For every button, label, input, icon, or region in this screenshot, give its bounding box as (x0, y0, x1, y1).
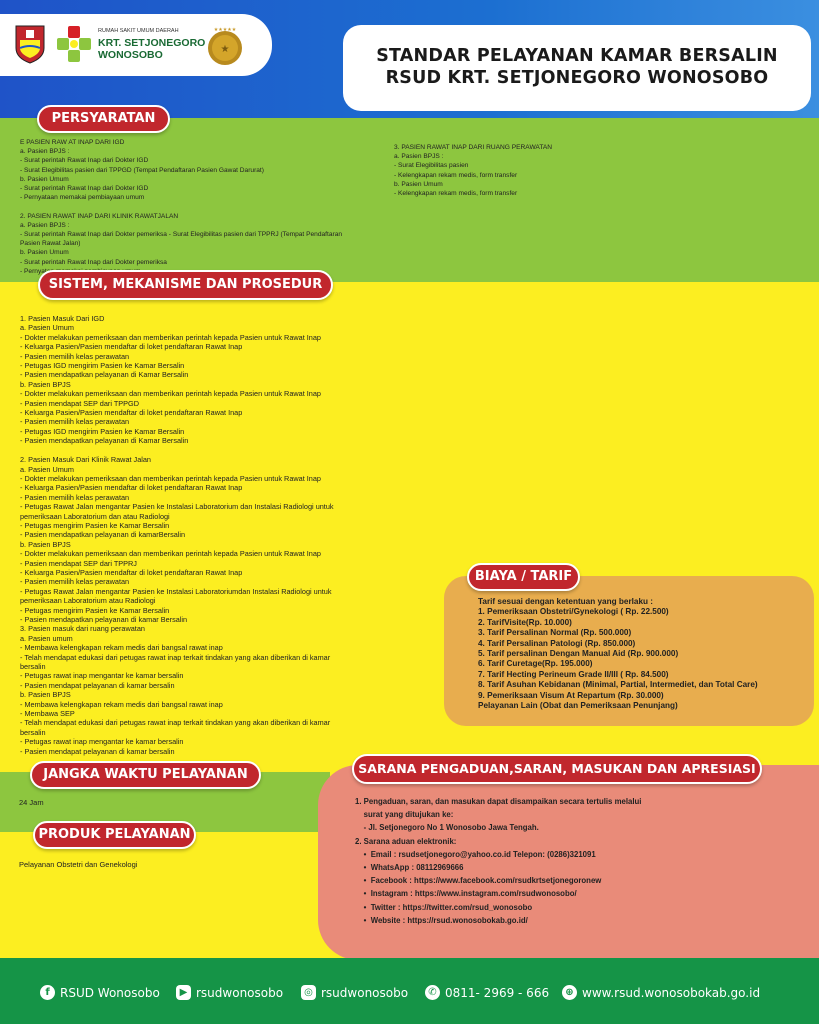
produk-heading: PRODUK PELAYANAN (33, 821, 196, 849)
whatsapp-icon: ✆ (425, 985, 440, 1000)
accreditation-badge-icon: ★ ★★★★★ (208, 27, 242, 65)
page-title-line2: RSUD KRT. SETJONEGORO WONOSOBO (385, 68, 769, 88)
footer-bar (0, 958, 819, 1024)
hospital-logo-icon (57, 26, 91, 62)
footer-whatsapp[interactable]: ✆ 0811- 2969 - 666 (425, 985, 549, 1000)
sarana-box (318, 765, 819, 960)
footer-facebook-label: RSUD Wonosobo (60, 985, 160, 1000)
svg-text:★: ★ (221, 44, 230, 55)
hospital-name-line1: KRT. SETJONEGORO (98, 37, 206, 49)
persyaratan-heading: PERSYARATAN (37, 105, 170, 133)
produk-value: Pelayanan Obstetri dan Genekologi (19, 860, 138, 869)
hospital-name-line2: WONOSOBO (98, 49, 163, 61)
facebook-icon: f (40, 985, 55, 1000)
footer-facebook[interactable]: f RSUD Wonosobo (40, 985, 160, 1000)
title-card: STANDAR PELAYANAN KAMAR BERSALIN RSUD KR… (343, 25, 811, 111)
svg-text:★★★★★: ★★★★★ (214, 27, 237, 33)
page-title-line1: STANDAR PELAYANAN KAMAR BERSALIN (376, 46, 778, 66)
youtube-icon: ▶ (176, 985, 191, 1000)
globe-icon: ⊕ (562, 985, 577, 1000)
jangka-heading: JANGKA WAKTU PELAYANAN (30, 761, 261, 789)
footer-website-label: www.rsud.wonosobokab.go.id (582, 985, 761, 1000)
hospital-label: RUMAH SAKIT UMUM DAERAH (98, 28, 179, 34)
sistem-heading: SISTEM, MEKANISME DAN PROSEDUR (38, 270, 333, 300)
biaya-heading: BIAYA / TARIF (467, 563, 580, 591)
instagram-icon: ◎ (301, 985, 316, 1000)
footer-website[interactable]: ⊕ www.rsud.wonosobokab.go.id (562, 985, 760, 1000)
persyaratan-left-text: E PASIEN RAW AT INAP DARI IGD a. Pasien … (20, 139, 343, 275)
sarana-text: 1. Pengaduan, saran, dan masukan dapat d… (355, 797, 642, 925)
biaya-text: Tarif sesuai dengan ketentuan yang berla… (478, 597, 758, 711)
regency-emblem-icon (15, 25, 45, 64)
logo-card: RUMAH SAKIT UMUM DAERAH KRT. SETJONEGORO… (0, 14, 272, 76)
jangka-value: 24 Jam (19, 798, 44, 807)
biaya-box (444, 576, 814, 726)
footer-youtube[interactable]: ▶ rsudwonosobo (176, 985, 283, 1000)
footer-phone-label: 0811- 2969 - 666 (445, 985, 550, 1000)
footer-instagram[interactable]: ◎ rsudwonosobo (301, 985, 408, 1000)
sistem-text: 1. Pasien Masuk Dari IGD a. Pasien Umum … (20, 314, 334, 756)
persyaratan-background (0, 118, 819, 288)
footer-instagram-label: rsudwonosobo (321, 985, 409, 1000)
persyaratan-right-text: 3. PASIEN RAWAT INAP DARI RUANG PERAWATA… (394, 144, 553, 198)
footer-youtube-label: rsudwonosobo (196, 985, 284, 1000)
sarana-heading: SARANA PENGADUAN,SARAN, MASUKAN DAN APRE… (352, 754, 762, 784)
